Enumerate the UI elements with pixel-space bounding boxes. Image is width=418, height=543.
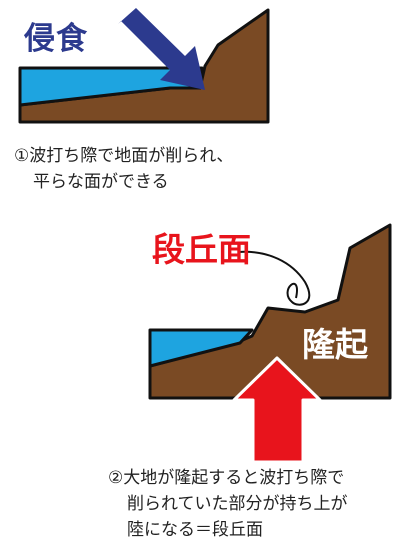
terrace-label: 段丘面 <box>152 230 251 269</box>
caption-uplift: ②大地が隆起すると波打ち際で 削られていた部分が持ち上が 陸になる＝段丘面 <box>108 465 348 543</box>
caption-uplift-line1: ②大地が隆起すると波打ち際で <box>108 468 345 488</box>
uplift-arrow-icon <box>232 356 322 464</box>
uplift-cross-section <box>148 223 392 464</box>
caption-uplift-line2: 削られていた部分が持ち上が <box>127 494 348 514</box>
erosion-arrow-icon <box>118 8 205 90</box>
caption-erosion: ①波打ち際で地面が削られ、 平らな面ができる <box>14 143 233 195</box>
erosion-cross-section <box>18 8 270 124</box>
erosion-label: 侵食 <box>24 21 88 57</box>
caption-erosion-line2: 平らな面ができる <box>33 172 169 192</box>
caption-uplift-line3: 陸になる＝段丘面 <box>127 520 263 540</box>
caption-erosion-line1: ①波打ち際で地面が削られ、 <box>14 146 234 166</box>
uplift-label: 隆起 <box>302 325 368 364</box>
sea-water-2 <box>148 328 254 368</box>
terrace-leader-curve <box>237 250 311 306</box>
